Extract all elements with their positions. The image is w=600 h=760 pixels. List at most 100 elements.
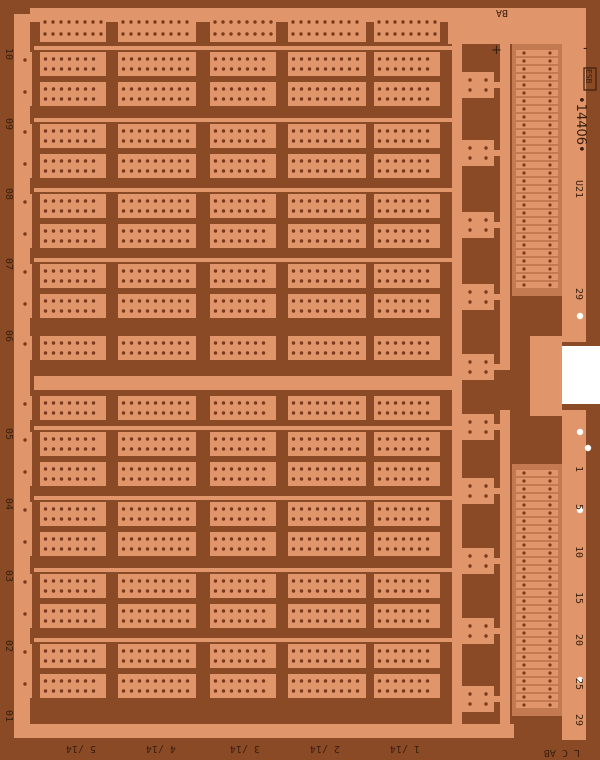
hole — [23, 302, 27, 306]
hole — [177, 447, 182, 451]
ic-pad-strip — [377, 464, 382, 484]
hole — [291, 159, 296, 163]
hole — [253, 619, 258, 623]
hole — [347, 129, 352, 133]
hole — [213, 437, 218, 441]
hole — [261, 309, 266, 313]
hole — [137, 351, 142, 355]
connector-hole — [548, 83, 552, 87]
hole — [253, 269, 258, 273]
ic-pad-strip — [145, 126, 150, 146]
hole — [315, 309, 320, 313]
hole — [169, 269, 174, 273]
hole — [299, 477, 304, 481]
ic-pad-strip — [213, 464, 218, 484]
hole — [75, 159, 80, 163]
ic-pad-strip — [67, 606, 72, 626]
ic-pad-strip — [213, 534, 218, 554]
hole — [185, 537, 190, 541]
hole — [425, 32, 429, 36]
ic-pad-block — [210, 674, 276, 698]
hole — [83, 32, 87, 36]
hole — [43, 209, 48, 213]
ic-pad-strip — [393, 126, 398, 146]
connector-hole — [548, 91, 552, 95]
hole — [385, 689, 390, 693]
hole — [385, 269, 390, 273]
hole — [229, 139, 234, 143]
hole — [417, 139, 422, 143]
hole — [145, 589, 150, 593]
hole — [137, 139, 142, 143]
hole — [355, 517, 360, 521]
ic-pad-block — [374, 574, 440, 598]
ic-pad-strip — [307, 296, 312, 316]
hole — [331, 351, 336, 355]
ic-pad-strip — [59, 646, 64, 666]
hole — [185, 689, 190, 693]
hole — [129, 129, 134, 133]
hole — [229, 401, 234, 405]
hole — [299, 341, 304, 345]
hole — [91, 609, 96, 613]
hole — [401, 199, 406, 203]
ic-pad-strip — [121, 504, 126, 524]
hole — [91, 87, 96, 91]
hole — [153, 139, 158, 143]
hole — [59, 199, 64, 203]
ic-pad-strip — [315, 338, 320, 358]
ic-pad-strip — [51, 196, 56, 216]
hole — [59, 269, 64, 273]
connector-hole — [522, 623, 526, 627]
hole — [145, 67, 150, 71]
hole — [299, 57, 304, 61]
hole — [169, 659, 174, 663]
hole — [161, 689, 166, 693]
hole — [347, 437, 352, 441]
bottom-ground-strip — [14, 724, 514, 738]
ic-pad-strip — [393, 196, 398, 216]
ic-pad-strip — [331, 296, 336, 316]
hole — [377, 547, 382, 551]
hole — [129, 649, 134, 653]
ic-pad-strip — [331, 576, 336, 596]
ic-pad-strip — [245, 504, 250, 524]
hole — [307, 689, 312, 693]
ic-pad-strip — [425, 84, 430, 104]
hole — [177, 32, 181, 36]
hole — [153, 67, 158, 71]
hole — [261, 169, 266, 173]
hole — [299, 579, 304, 583]
hole — [237, 619, 242, 623]
hole — [75, 351, 80, 355]
hole — [253, 447, 258, 451]
hole — [307, 229, 312, 233]
hole — [161, 547, 166, 551]
ic-pad-strip — [185, 534, 190, 554]
hole — [307, 437, 312, 441]
hole — [177, 679, 182, 683]
ic-pad-strip — [137, 84, 142, 104]
hole — [161, 159, 166, 163]
ic-pad-strip — [51, 338, 56, 358]
hole — [153, 341, 158, 345]
hole — [51, 32, 55, 36]
hole — [229, 57, 234, 61]
right-pin-label: 20 — [573, 634, 584, 646]
ic-pad-strip — [229, 338, 234, 358]
hole — [177, 467, 182, 471]
hole — [121, 411, 126, 415]
hole — [185, 609, 190, 613]
ic-pad-strip — [59, 126, 64, 146]
hole — [185, 169, 190, 173]
connector-hole — [522, 219, 526, 223]
ic-pad-strip — [153, 266, 158, 286]
hole — [221, 467, 226, 471]
hole — [185, 477, 190, 481]
ic-pad-strip — [75, 434, 80, 454]
hole — [315, 159, 320, 163]
hole — [331, 57, 336, 61]
hole — [43, 537, 48, 541]
connector-pin-pair — [516, 282, 558, 288]
hole — [331, 547, 336, 551]
